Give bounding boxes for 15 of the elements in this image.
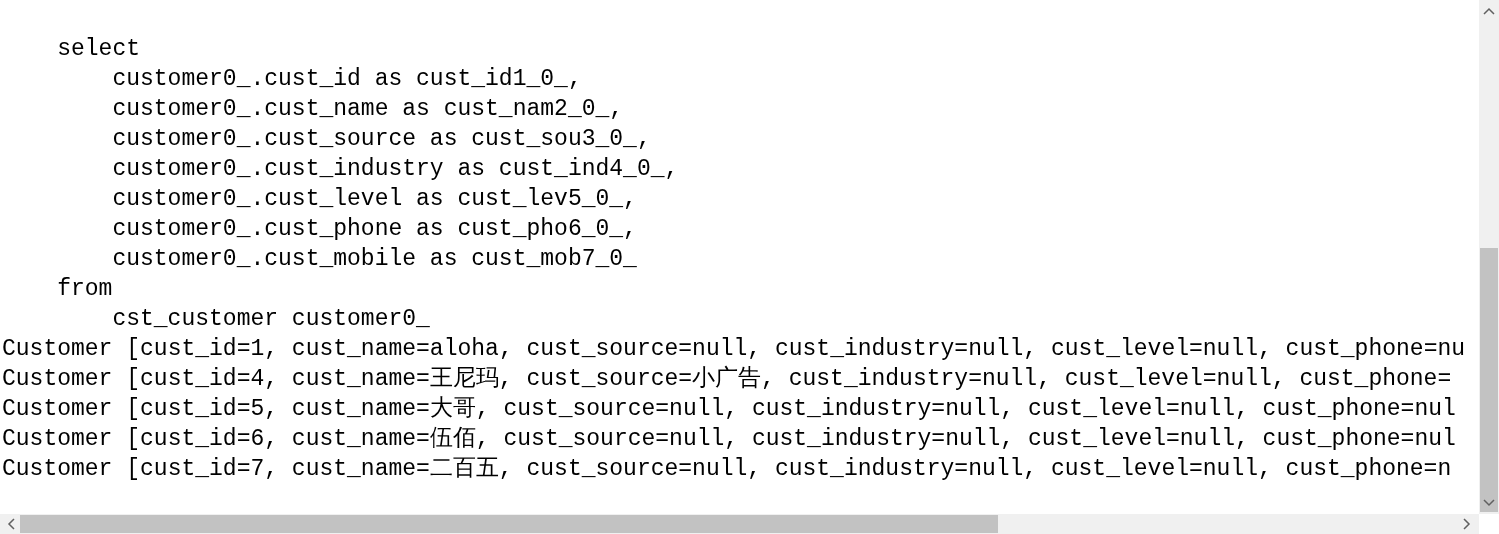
output-line: Customer [cust_id=1, cust_name=aloha, cust_source=null, cust_industry=null, cust_level=null, cust_phone=nu bbox=[2, 335, 1466, 364]
code-line: customer0_.cust_id as cust_id1_0_, bbox=[112, 65, 582, 94]
code-line: customer0_.cust_source as cust_sou3_0_, bbox=[112, 125, 651, 154]
code-line: customer0_.cust_level as cust_lev5_0_, bbox=[112, 185, 637, 214]
output-line: Customer [cust_id=7, cust_name=二百五, cust_source=null, cust_industry=null, cust_level=null, cust_phone=n bbox=[2, 455, 1452, 484]
code-line: from bbox=[57, 275, 113, 304]
code-line: customer0_.cust_name as cust_nam2_0_, bbox=[112, 95, 624, 124]
output-line: Customer [cust_id=5, cust_name=大哥, cust_source=null, cust_industry=null, cust_level=null, cust_phone=nul bbox=[2, 395, 1456, 424]
output-line: Customer [cust_id=6, cust_name=伍佰, cust_source=null, cust_industry=null, cust_level=null, cust_phone=nul bbox=[2, 425, 1456, 454]
code-line: select bbox=[57, 35, 141, 64]
code-line: customer0_.cust_phone as cust_pho6_0_, bbox=[112, 215, 637, 244]
output-line: Customer [cust_id=4, cust_name=王尼玛, cust_source=小广告, cust_industry=null, cust_level=null, cust_phone= bbox=[2, 364, 1452, 394]
code-line: cst_customer customer0_ bbox=[112, 305, 430, 334]
code-line: customer0_.cust_mobile as cust_mob7_0_ bbox=[112, 245, 637, 274]
code-line: customer0_.cust_industry as cust_ind4_0_, bbox=[112, 155, 679, 184]
